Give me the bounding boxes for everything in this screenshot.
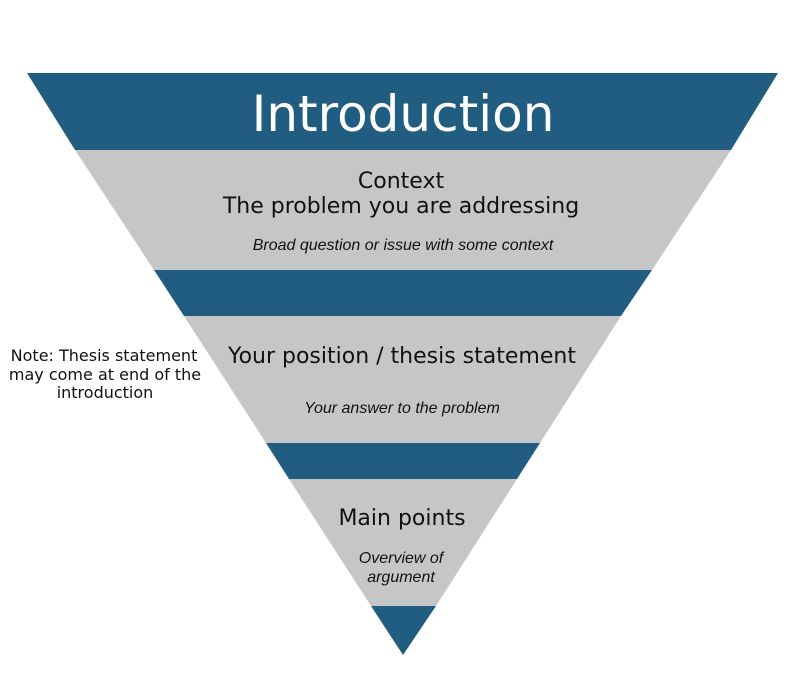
band-tip	[371, 606, 436, 655]
band-context	[75, 150, 731, 270]
band-position	[184, 316, 621, 443]
band-divider-2	[266, 443, 540, 479]
band-introduction	[27, 73, 778, 150]
position-heading: Your position / thesis statement	[227, 344, 576, 369]
main-points-detail-line1: Overview of	[359, 550, 445, 567]
note-line3: introduction	[57, 383, 154, 402]
context-heading: Context	[358, 169, 445, 194]
position-detail: Your answer to the problem	[304, 400, 500, 417]
context-subheading: The problem you are addressing	[222, 194, 579, 219]
main-points-detail-line2: argument	[367, 569, 435, 586]
band-divider-1	[154, 270, 652, 316]
main-points-heading: Main points	[338, 506, 465, 531]
introduction-title: Introduction	[252, 85, 555, 143]
note-line1: Note: Thesis statement	[11, 346, 198, 365]
band-main-points	[289, 479, 517, 606]
context-detail: Broad question or issue with some contex…	[253, 237, 554, 254]
note-line2: may come at end of the	[9, 365, 201, 384]
